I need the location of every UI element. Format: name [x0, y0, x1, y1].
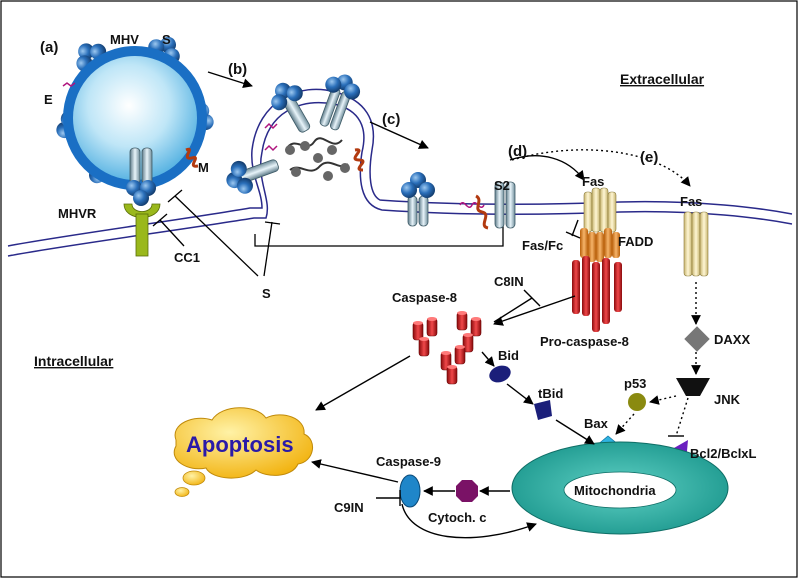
label-panel-c: (c)	[382, 111, 400, 128]
label-mhv: MHV	[110, 32, 139, 47]
cytochrome-c-node	[456, 480, 478, 502]
fas-complex	[572, 187, 622, 332]
cc1-inhibition	[152, 213, 185, 247]
e-protein-markers	[264, 122, 485, 208]
daxx-node	[684, 326, 710, 352]
label-bcl2: Bcl2/BclxL	[690, 446, 757, 461]
fas-receptor-e	[683, 211, 709, 277]
apoptosis-cloud	[173, 407, 313, 497]
plasma-membrane	[7, 88, 793, 257]
tbid-node	[534, 400, 552, 420]
label-daxx: DAXX	[714, 332, 750, 347]
label-c8in: C8IN	[494, 274, 524, 289]
label-panel-a: (a)	[40, 39, 58, 56]
label-p53: p53	[624, 376, 646, 391]
virion-particle	[50, 28, 220, 206]
label-panel-b: (b)	[228, 61, 247, 78]
mhvr-receptor	[123, 203, 161, 257]
bracket-line	[254, 210, 504, 247]
label-pro-caspase8: Pro-caspase-8	[540, 334, 629, 349]
label-cc1: CC1	[174, 250, 200, 265]
label-fas-fc: Fas/Fc	[522, 238, 563, 253]
pathway-arrows	[207, 71, 701, 539]
p53-node	[628, 393, 646, 411]
post-fusion-spikes	[401, 172, 516, 230]
label-panel-d: (d)	[508, 143, 527, 160]
label-apoptosis: Apoptosis	[186, 432, 294, 457]
label-e: E	[44, 92, 53, 107]
jnk-node	[676, 378, 710, 396]
label-fas-e: Fas	[680, 194, 702, 209]
label-jnk: JNK	[714, 392, 741, 407]
label-intracellular: Intracellular	[34, 353, 114, 369]
label-panel-e: (e)	[640, 149, 658, 166]
label-s-bottom: S	[262, 286, 271, 301]
label-bid: Bid	[498, 348, 519, 363]
label-c9in: C9IN	[334, 500, 364, 515]
label-s-top: S	[162, 32, 171, 47]
label-tbid: tBid	[538, 386, 563, 401]
label-m: M	[198, 160, 209, 175]
label-mhvr: MHVR	[58, 206, 97, 221]
label-caspase8: Caspase-8	[392, 290, 457, 305]
label-fas-d: Fas	[582, 174, 604, 189]
bid-node	[489, 365, 511, 383]
label-caspase9: Caspase-9	[376, 454, 441, 469]
mitochondria	[511, 441, 729, 535]
label-fadd: FADD	[618, 234, 653, 249]
label-bax: Bax	[584, 416, 609, 431]
label-cytoch: Cytoch. c	[428, 510, 487, 525]
labels: (a) MHV S E M MHVR CC1 S (b) (c) S2 (d) …	[34, 32, 757, 525]
caspase9-node	[399, 474, 421, 508]
fusing-virion	[220, 68, 365, 200]
label-extracellular: Extracellular	[620, 71, 705, 87]
label-s2: S2	[494, 178, 510, 193]
s-inhibition	[167, 189, 281, 277]
label-mitochondria: Mitochondria	[574, 483, 656, 498]
